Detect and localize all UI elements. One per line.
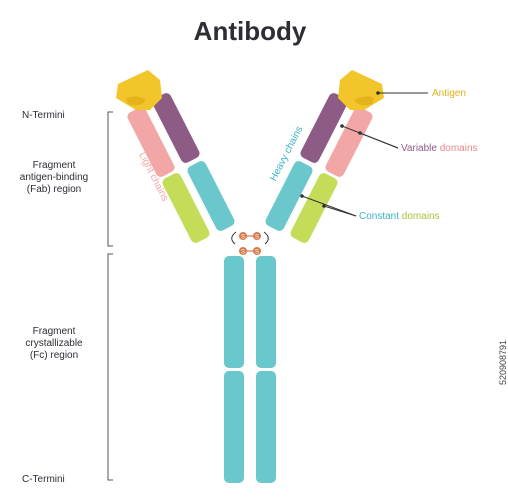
disulfide-bond-s xyxy=(253,247,261,255)
disulfide-s-label: S xyxy=(255,235,259,241)
disulfide-bond-s xyxy=(239,232,247,240)
right-heavy-constant-domain xyxy=(265,161,313,231)
fab-bracket xyxy=(107,111,113,247)
stock-id-watermark: 520908791 xyxy=(498,339,508,385)
disulfide-bonds: S S S S xyxy=(239,232,261,256)
disulfide-s-label: S xyxy=(255,250,259,256)
fc-heavy-domain-right-upper xyxy=(256,256,276,368)
page-title: Antibody xyxy=(193,16,307,46)
c-termini-label: C-Termini xyxy=(22,474,65,485)
fc-heavy-domain-right-lower xyxy=(256,371,276,483)
region-brackets xyxy=(107,111,113,481)
fab-line-2: antigen-binding xyxy=(19,172,89,183)
variable-domains-label: Variable domains xyxy=(401,143,478,154)
fc-line-3: (Fc) region xyxy=(29,350,79,361)
disulfide-bond-s xyxy=(239,247,247,255)
left-heavy-constant-domain xyxy=(187,161,235,231)
fc-region-label: Fragment crystallizable (Fc) region xyxy=(4,326,104,362)
disulfide-s-label: S xyxy=(241,235,245,241)
fc-heavy-domain-left-lower xyxy=(224,371,244,483)
right-arm xyxy=(265,70,384,243)
fc-line-1: Fragment xyxy=(32,326,76,337)
right-heavy-variable-domain xyxy=(300,93,348,163)
antigen-label: Antigen xyxy=(432,88,466,99)
left-light-variable-domain xyxy=(127,107,175,177)
fab-line-3: (Fab) region xyxy=(26,184,82,195)
n-termini-label: N-Termini xyxy=(22,110,65,121)
left-arm xyxy=(116,70,235,243)
variable-word: Variable xyxy=(401,143,437,154)
right-light-variable-domain xyxy=(325,107,373,177)
variable-callout-line-b xyxy=(359,132,399,149)
left-light-constant-domain xyxy=(162,173,210,243)
disulfide-bond-s xyxy=(253,232,261,240)
variable-rest: domains xyxy=(437,143,478,154)
fc-bracket xyxy=(107,253,113,481)
callout-lines xyxy=(301,92,428,217)
constant-rest: domains xyxy=(399,211,440,222)
constant-word: Constant xyxy=(359,211,399,222)
right-light-constant-domain xyxy=(290,173,338,243)
disulfide-s-label: S xyxy=(241,250,245,256)
constant-callout-line-b xyxy=(323,205,357,217)
fab-line-1: Fragment xyxy=(32,160,76,171)
left-heavy-variable-domain xyxy=(152,93,200,163)
fc-heavy-domain-left-upper xyxy=(224,256,244,368)
fab-region-label: Fragment antigen-binding (Fab) region xyxy=(4,160,104,196)
hinge-lines xyxy=(231,231,269,245)
fc-stem xyxy=(224,256,276,483)
constant-domains-label: Constant domains xyxy=(359,211,440,222)
fc-line-2: crystallizable xyxy=(25,338,83,349)
